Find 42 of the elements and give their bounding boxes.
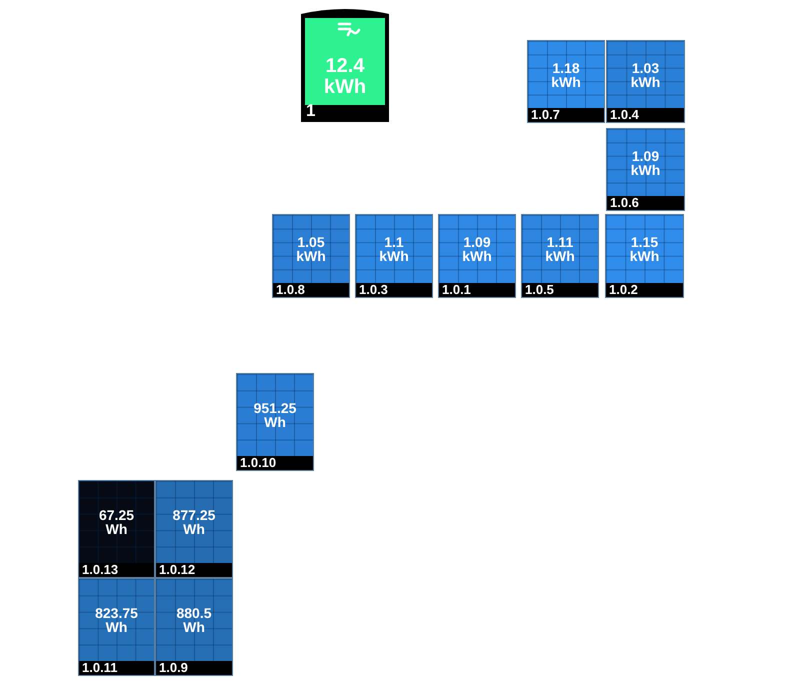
- panel-id: 1.0.4: [610, 108, 639, 122]
- solar-panel: [272, 214, 350, 298]
- panel-id: 1.0.9: [159, 661, 188, 675]
- energy-value: 1.18 kWh: [551, 61, 581, 89]
- energy-value: 1.09 kWh: [462, 235, 492, 263]
- energy-value: 12.4 kWh: [324, 56, 366, 98]
- panel-id: 1.0.3: [359, 283, 388, 297]
- panel-id: 1.0.12: [159, 563, 196, 577]
- inverter-unit: [301, 8, 389, 122]
- energy-value: 1.11 kWh: [545, 235, 575, 263]
- energy-value: 67.25 Wh: [98, 508, 134, 536]
- solar-panel: [438, 214, 516, 298]
- solar-panel: [606, 128, 685, 211]
- solar-panel: [527, 40, 605, 123]
- energy-value: 823.75 Wh: [95, 606, 138, 634]
- panel-id: 1.0.1: [442, 283, 471, 297]
- energy-value: 1.05 kWh: [296, 235, 326, 263]
- solar-panel: [78, 480, 155, 578]
- energy-value: 1.03 kWh: [630, 61, 660, 89]
- solar-panel: [155, 578, 233, 676]
- solar-panel: [606, 40, 685, 123]
- energy-value: 1.1 kWh: [379, 235, 409, 263]
- solar-panel: [78, 578, 155, 676]
- solar-panel: [605, 214, 684, 298]
- panel-id: 1.0.5: [525, 283, 554, 297]
- panel-id: 1.0.13: [82, 563, 118, 577]
- solar-panel: [155, 480, 233, 578]
- panel-id: 1.0.10: [240, 456, 276, 470]
- solar-panel: [355, 214, 433, 298]
- panel-id: 1.0.2: [609, 283, 638, 297]
- energy-value: 1.15 kWh: [630, 235, 660, 263]
- energy-value: 1.09 kWh: [630, 149, 660, 177]
- panel-id: 1.0.8: [276, 283, 305, 297]
- panel-id: 1.0.6: [610, 196, 639, 210]
- energy-value: 951.25 Wh: [254, 401, 296, 429]
- energy-value: 880.5 Wh: [176, 606, 212, 634]
- solar-panel: [236, 373, 314, 471]
- panel-id: 1.0.11: [82, 661, 118, 675]
- solar-panel: [521, 214, 599, 298]
- panel-id: 1.0.7: [531, 108, 560, 122]
- device-id: 1: [306, 102, 316, 119]
- energy-value: 877.25 Wh: [172, 508, 216, 536]
